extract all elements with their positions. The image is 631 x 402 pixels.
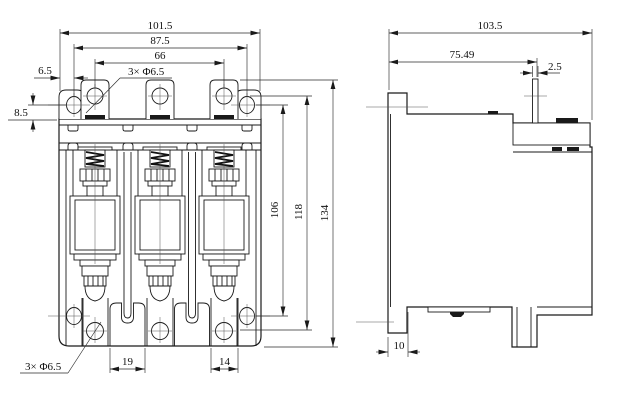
label-bottom-holes: 3× Φ6.5 [25,361,62,373]
dim-slot-width: 14 [219,356,231,368]
side-profile-outline [387,92,593,348]
dim-ear-height: 8.5 [14,107,28,119]
side-view [356,78,593,348]
rail-clip-latch [450,312,464,317]
dim-mount-hole-span: 87.5 [150,35,170,47]
dim-overall-width: 101.5 [148,20,173,32]
dimensions-front: 101.5 87.5 66 6.5 3× Φ6.5 8.5 19 14 [8,20,338,374]
dim-height-inner: 106 [269,201,281,218]
dim-height-overall: 134 [319,204,331,221]
dimensions-side: 103.5 75.49 2.5 10 [376,20,593,357]
front-view [48,79,270,347]
label-top-holes: 3× Φ6.5 [128,66,165,78]
terminal-screw-head [556,118,578,123]
dim-terminal-hole-span: 66 [155,50,167,62]
din-rail-clip [427,306,491,313]
dim-overall-depth: 103.5 [478,20,503,32]
dim-foot-depth: 10 [394,340,406,352]
dim-tab-thickness: 2.5 [548,61,562,73]
dim-foot-width: 19 [122,356,134,368]
dim-edge-to-hole: 6.5 [38,65,52,77]
connector-tab-side [532,78,539,124]
dim-body-depth: 75.49 [450,49,475,61]
terminal-block-side [512,122,591,146]
dim-height-mid: 118 [293,203,305,220]
